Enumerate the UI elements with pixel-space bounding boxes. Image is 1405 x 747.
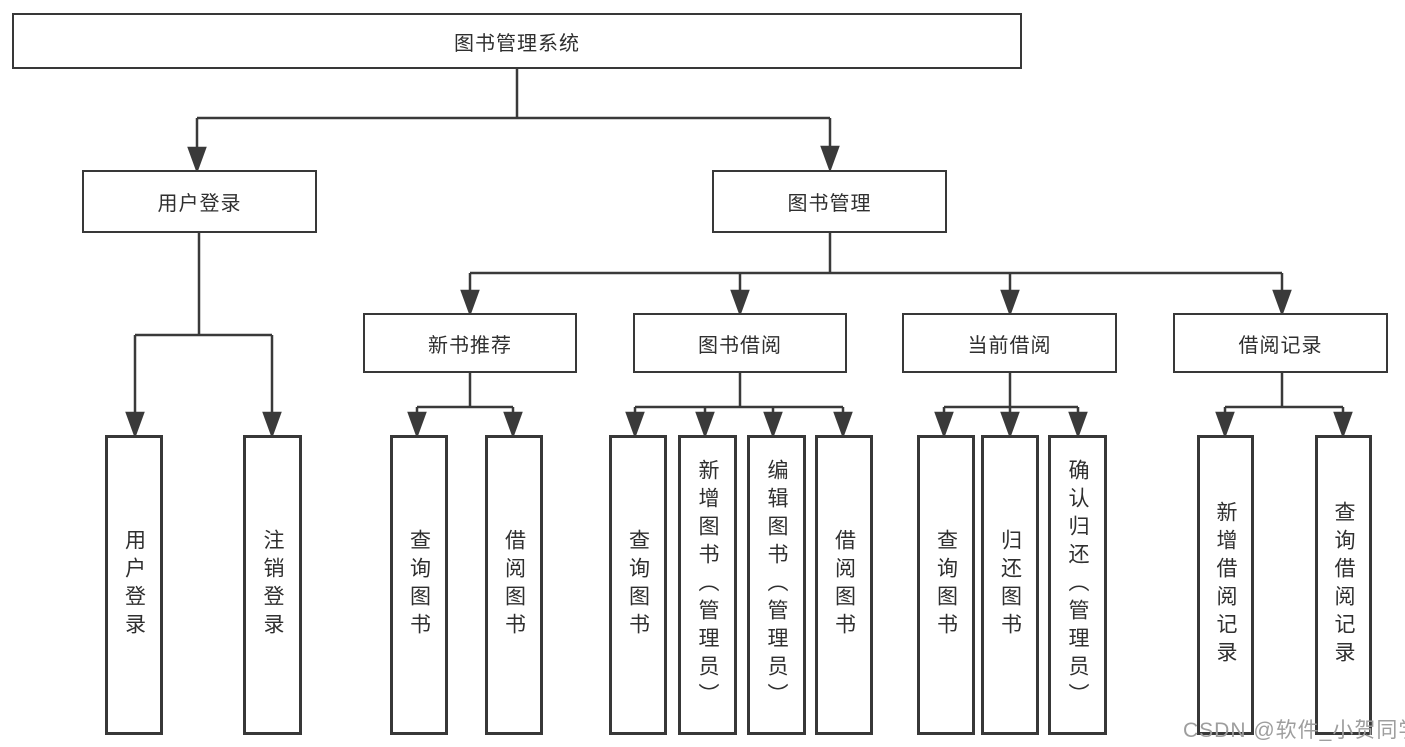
node-user-login: 用户登录: [82, 170, 317, 233]
node-borrow-books-recommend: 借阅图书: [485, 435, 543, 735]
node-query-borrow-record: 查询借阅记录: [1315, 435, 1372, 735]
node-query-books-borrow: 查询图书: [609, 435, 667, 735]
connector-new-book-branch: [407, 373, 523, 439]
node-edit-books-admin: 编辑图书（管理员）: [747, 435, 806, 735]
node-new-book-recommendation: 新书推荐: [363, 313, 577, 373]
node-query-books-recommend: 查询图书: [390, 435, 448, 735]
node-book-borrowing: 图书借阅: [633, 313, 847, 373]
watermark-text: CSDN @软件_小贺同学: [1183, 719, 1405, 742]
connector-book-management-branch: [460, 233, 1292, 317]
node-borrow-books-leaf: 借阅图书: [815, 435, 873, 735]
node-add-books-admin: 新增图书（管理员）: [678, 435, 737, 735]
node-user-login-leaf: 用户登录: [105, 435, 163, 735]
connector-borrow-records-branch: [1215, 373, 1353, 439]
node-borrowing-records: 借阅记录: [1173, 313, 1388, 373]
node-logout-leaf: 注销登录: [243, 435, 302, 735]
node-query-books-current: 查询图书: [917, 435, 975, 735]
connector-root-to-level2: [187, 69, 840, 174]
node-confirm-return-admin: 确认归还（管理员）: [1048, 435, 1107, 735]
node-library-management-system: 图书管理系统: [12, 13, 1022, 69]
node-current-borrowing: 当前借阅: [902, 313, 1117, 373]
node-return-books: 归还图书: [981, 435, 1039, 735]
connector-book-borrow-branch: [625, 373, 853, 439]
connector-current-borrow-branch: [934, 373, 1088, 439]
node-book-management: 图书管理: [712, 170, 947, 233]
node-add-borrow-record: 新增借阅记录: [1197, 435, 1254, 735]
connector-user-login-branch: [125, 233, 282, 439]
